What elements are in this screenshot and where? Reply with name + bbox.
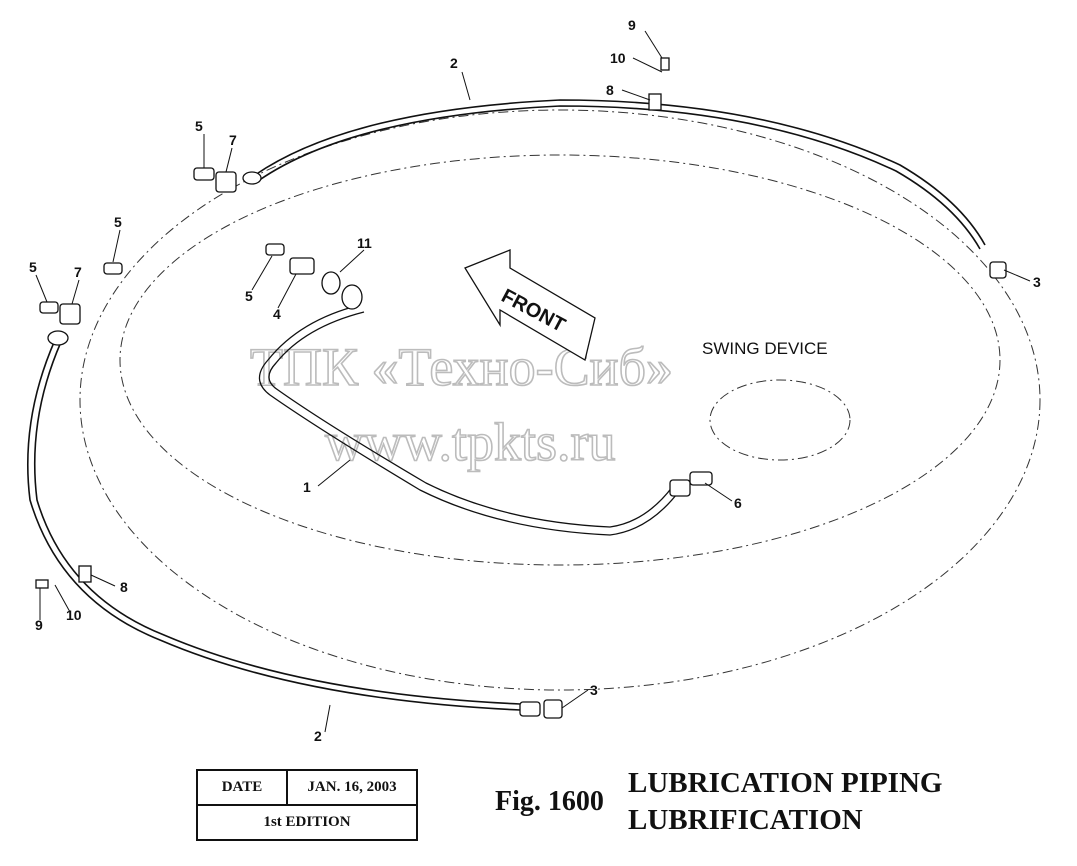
- callout-11: 11: [357, 235, 372, 251]
- fitting-6: [689, 471, 713, 486]
- fitting-5-top-left: [193, 167, 215, 181]
- bolt-9-top: [660, 57, 670, 71]
- callout-5-b: 5: [114, 214, 122, 230]
- watermark-line2: www.tpkts.ru: [325, 412, 616, 472]
- callout-10-bottom: 10: [66, 607, 82, 623]
- clip-8-top: [648, 93, 662, 111]
- clip-8-bottom: [78, 565, 92, 583]
- pipe-2-bottom: [26, 339, 521, 711]
- elbow-3-bottom: [543, 699, 563, 719]
- elbow-3-right: [989, 261, 1007, 279]
- watermark-line1: ТПК «Техно-Сиб»: [250, 337, 673, 397]
- callout-2-top: 2: [450, 55, 458, 71]
- edition-label: 1st EDITION: [196, 804, 418, 841]
- callout-5-c: 5: [29, 259, 37, 275]
- leader-lines: [35, 30, 1031, 733]
- figure-title-line2: LUBRIFICATION: [628, 804, 863, 836]
- callout-7-b: 7: [74, 264, 82, 280]
- hose-end-1-top: [341, 284, 363, 310]
- nut-11: [321, 271, 341, 295]
- hose-end-bottom: [519, 701, 541, 717]
- callout-2-bottom: 2: [314, 728, 322, 744]
- hose-1-inner: [268, 311, 674, 528]
- callout-3-bottom: 3: [590, 682, 598, 698]
- hose-1: [258, 304, 681, 536]
- callout-3-right: 3: [1033, 274, 1041, 290]
- fitting-5-left: [103, 262, 123, 275]
- pipe-2-bottom-inner: [33, 341, 521, 705]
- elbow-7-top-left: [215, 171, 237, 193]
- callout-9-bottom: 9: [35, 617, 43, 633]
- callout-1: 1: [303, 479, 311, 495]
- pipe-2-top-inner: [257, 105, 981, 250]
- callout-5-d: 5: [245, 288, 253, 304]
- callout-10-top: 10: [610, 50, 626, 66]
- hose-end-left: [47, 330, 69, 346]
- hose-end-1-bottom: [669, 479, 691, 497]
- callout-8-bottom: 8: [120, 579, 128, 595]
- callout-7-a: 7: [229, 132, 237, 148]
- callout-4: 4: [273, 306, 281, 322]
- figure-number: Fig. 1600: [495, 786, 604, 817]
- ring-outer-dashed: [79, 109, 1041, 691]
- callout-8-top: 8: [606, 82, 614, 98]
- fitting-5-center: [265, 243, 285, 256]
- date-value: JAN. 16, 2003: [286, 769, 418, 806]
- fitting-5-far-left: [39, 301, 59, 314]
- date-label: DATE: [196, 769, 288, 806]
- ring-inner-dashed: [119, 154, 1001, 566]
- adapter-4: [289, 257, 315, 275]
- title-block: DATE JAN. 16, 2003 1st EDITION: [196, 769, 418, 841]
- callout-6: 6: [734, 495, 742, 511]
- callout-5-a: 5: [195, 118, 203, 134]
- figure-title-line1: LUBRICATION PIPING: [628, 767, 943, 799]
- callout-9-top: 9: [628, 17, 636, 33]
- bolt-9-bottom: [35, 579, 49, 589]
- nipple-end-top-left: [242, 171, 262, 185]
- swing-device-label: SWING DEVICE: [702, 339, 828, 358]
- pipe-2-top: [254, 99, 986, 246]
- elbow-7-left: [59, 303, 81, 325]
- swing-device-outline: [709, 379, 851, 461]
